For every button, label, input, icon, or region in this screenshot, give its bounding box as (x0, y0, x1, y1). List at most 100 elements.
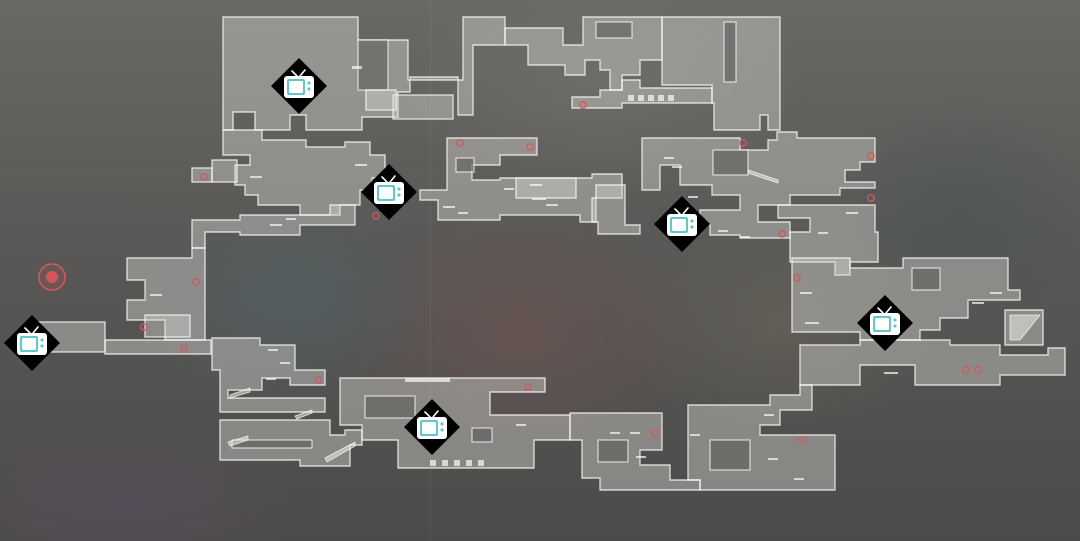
ramp (747, 169, 779, 184)
floor-mark (546, 204, 558, 206)
red-circle-icon[interactable] (867, 152, 875, 160)
room-group-west (34, 129, 386, 355)
red-circle-icon[interactable] (372, 212, 380, 220)
room-center-east (591, 184, 641, 235)
room-north-tower (661, 16, 781, 131)
floor-mark (504, 188, 514, 190)
red-circle-icon[interactable] (962, 366, 970, 374)
red-circle-icon[interactable] (456, 139, 464, 147)
floor-mark (672, 166, 682, 168)
room-southeast-corridor (687, 384, 836, 491)
room-center-hall (515, 177, 577, 199)
ramp (227, 435, 249, 447)
floor-mark (630, 432, 640, 434)
room-group-north (504, 16, 781, 131)
red-circle-icon[interactable] (314, 376, 322, 384)
tv-icon[interactable] (653, 195, 711, 253)
floor-mark (664, 157, 674, 159)
floor-mark (150, 294, 162, 296)
floor-mark (250, 176, 262, 178)
floor-mark (280, 362, 290, 364)
room-north-stairs (571, 79, 713, 109)
room-east-north-cut (712, 149, 749, 176)
red-circle-icon[interactable] (798, 436, 806, 444)
red-circle-icon[interactable] (867, 194, 875, 202)
floor-mark (846, 212, 858, 214)
floor-mark (884, 372, 898, 374)
ramp (229, 387, 251, 399)
room-east-cut (911, 267, 941, 291)
ramp (324, 441, 356, 463)
floor-mark (268, 349, 278, 351)
floor-mark (794, 478, 804, 480)
floor-mark (530, 184, 542, 186)
room-northwest-cut (357, 39, 389, 91)
floor-mark (636, 456, 646, 458)
red-circle-icon[interactable] (180, 345, 188, 353)
room-southeast-cut (709, 439, 751, 471)
floor-mark (532, 198, 546, 200)
floor-mark (516, 424, 526, 426)
room-south-central-cut (364, 395, 416, 419)
room-group-center (419, 137, 641, 235)
room-west-passage (104, 339, 212, 355)
floor-mark (352, 66, 362, 69)
room-center-cut (455, 157, 475, 173)
floor-mark (266, 378, 276, 380)
room-south-east-maze (569, 412, 701, 491)
room-south-central-cut-2 (471, 427, 493, 443)
floor-mark (764, 414, 774, 416)
stair-teeth (405, 378, 484, 466)
room-group-southeast (687, 384, 836, 491)
red-circle-icon[interactable] (739, 139, 747, 147)
red-circle-icon[interactable] (651, 429, 659, 437)
room-north-cut (595, 21, 633, 39)
red-circle-icon[interactable] (526, 143, 534, 151)
floor-mark (990, 292, 1002, 294)
room-northwest-annex (392, 94, 454, 120)
room-west-link (211, 159, 238, 183)
red-circle-icon[interactable] (793, 274, 801, 282)
room-north-tower-cut (723, 21, 737, 83)
ramp (294, 409, 313, 420)
floor-mark (270, 224, 282, 226)
floor-mark (690, 434, 700, 436)
floor-mark (458, 212, 468, 214)
red-circle-icon[interactable] (778, 230, 786, 238)
red-circle-icon[interactable] (974, 366, 982, 374)
red-circle-icon[interactable] (140, 323, 148, 331)
floor-mark (805, 322, 819, 324)
room-south-maze-cut (597, 439, 629, 463)
floor-mark (800, 292, 812, 294)
floor-mark (286, 218, 296, 220)
floor-mark (443, 206, 455, 208)
map-seam (430, 0, 431, 541)
floor-mark (688, 196, 698, 198)
room-southwest-upper (211, 337, 326, 413)
floor-mark (610, 432, 620, 434)
collectible-markers (140, 101, 982, 444)
room-west-chamber (191, 204, 356, 249)
room-northwest-alcove (365, 89, 397, 111)
room-group-south (339, 377, 701, 491)
red-circle-icon[interactable] (579, 101, 587, 109)
player-location-icon[interactable] (38, 263, 66, 291)
room-west-hall (126, 247, 206, 341)
stair-teeth (628, 95, 674, 101)
room-north-corridor (504, 16, 663, 91)
room-group-east (791, 257, 1066, 386)
room-group-southwest (211, 337, 363, 467)
red-circle-icon[interactable] (200, 173, 208, 181)
red-circle-icon[interactable] (524, 383, 532, 391)
floor-mark (768, 458, 778, 460)
floor-mark (740, 236, 750, 238)
room-group-northwest (222, 16, 506, 131)
ramp (1009, 314, 1041, 341)
room-east-south (799, 339, 1066, 386)
floor-mark (718, 230, 728, 232)
floor-mark (818, 232, 828, 234)
red-circle-icon[interactable] (192, 278, 200, 286)
